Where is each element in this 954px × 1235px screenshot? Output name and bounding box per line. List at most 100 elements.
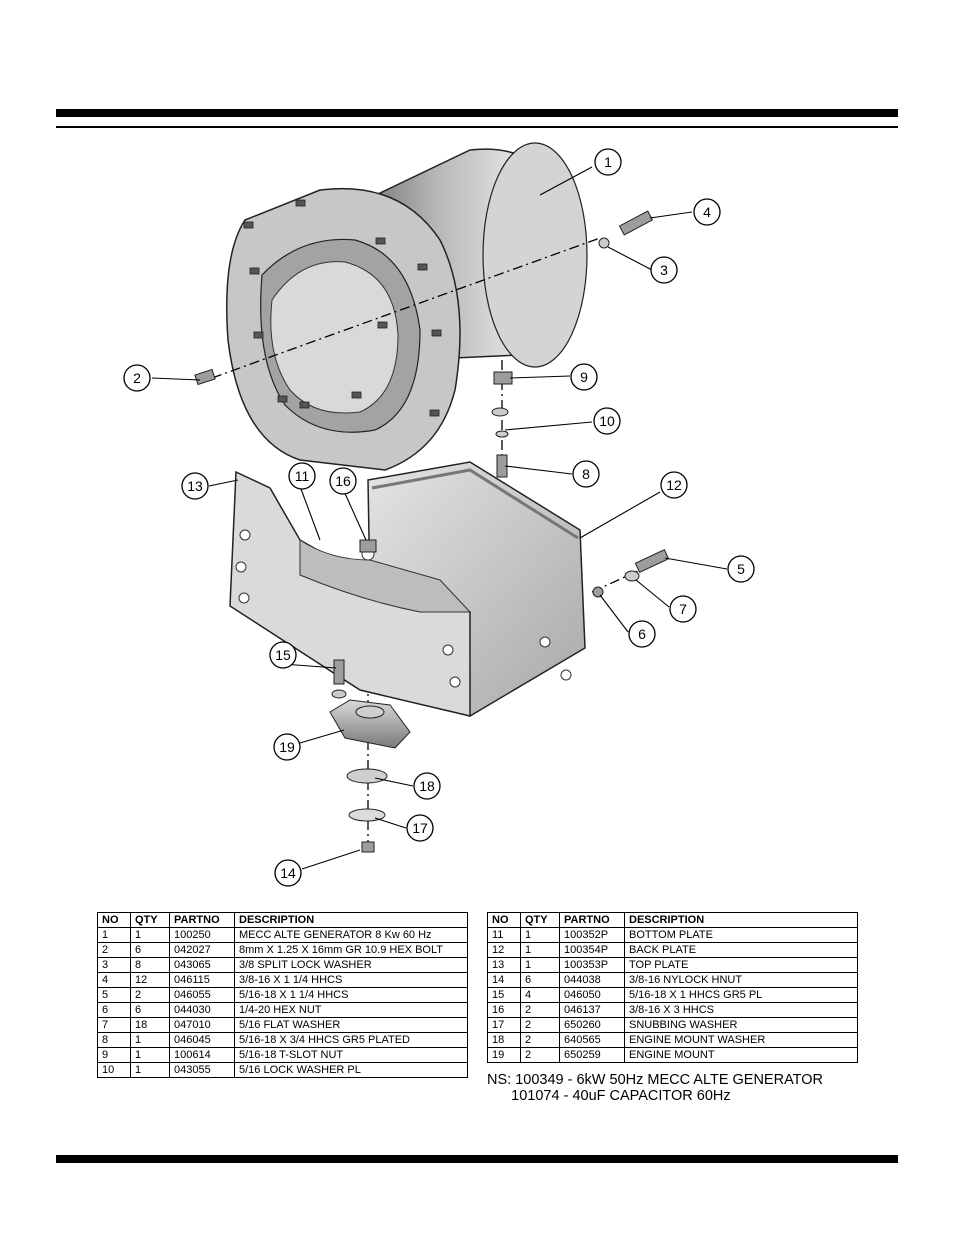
hex-nut-6 <box>592 586 604 598</box>
exploded-parts-diagram: 1 2 3 4 5 6 7 8 9 10 11 12 13 14 15 16 1… <box>123 142 755 887</box>
hhcs-4 <box>618 210 654 236</box>
cell-qty: 1 <box>520 927 560 943</box>
cell-qty: 2 <box>520 1032 560 1048</box>
cell-description: 5/16 LOCK WASHER PL <box>234 1062 468 1078</box>
nylock-nut-14 <box>361 841 375 853</box>
bottom-plate <box>299 539 472 613</box>
svg-text:1: 1 <box>604 154 612 170</box>
cell-description: 5/16-18 X 1 HHCS GR5 PL <box>624 987 858 1003</box>
callout-15: 15 <box>269 641 297 669</box>
table-header-row: NO QTY PARTNO DESCRIPTION <box>487 912 858 928</box>
cell-no: 6 <box>97 1002 131 1018</box>
cell-no: 7 <box>97 1017 131 1033</box>
cell-no: 16 <box>487 1002 521 1018</box>
callout-3: 3 <box>650 256 678 284</box>
cell-no: 19 <box>487 1047 521 1063</box>
cell-partno: 640565 <box>559 1032 625 1048</box>
header-description: DESCRIPTION <box>234 912 468 928</box>
cell-description: BACK PLATE <box>624 942 858 958</box>
cell-partno: 042027 <box>169 942 235 958</box>
hex-bolt-2 <box>194 368 216 386</box>
hardware-pieces <box>194 210 670 853</box>
cell-no: 12 <box>487 942 521 958</box>
cell-partno: 100353P <box>559 957 625 973</box>
cell-qty: 1 <box>130 1062 170 1078</box>
cell-qty: 2 <box>520 1002 560 1018</box>
svg-text:9: 9 <box>580 369 588 385</box>
svg-text:6: 6 <box>638 626 646 642</box>
cell-no: 2 <box>97 942 131 958</box>
generator-fan-plate <box>270 261 399 414</box>
callout-4: 4 <box>693 198 721 226</box>
callout-19: 19 <box>273 733 301 761</box>
nylock-nut-16 <box>359 539 377 553</box>
cell-qty: 1 <box>520 942 560 958</box>
cell-no: 11 <box>487 927 521 943</box>
svg-text:14: 14 <box>280 865 296 881</box>
flat-washer-7 <box>624 570 640 582</box>
top-rule-thick <box>56 109 898 117</box>
cell-qty: 18 <box>130 1017 170 1033</box>
header-qty: QTY <box>520 912 560 928</box>
cell-description: 3/8 SPLIT LOCK WASHER <box>234 957 468 973</box>
generator-group <box>226 142 588 471</box>
cell-no: 17 <box>487 1017 521 1033</box>
callout-5: 5 <box>727 555 755 583</box>
svg-text:3: 3 <box>660 262 668 278</box>
callout-10: 10 <box>593 407 621 435</box>
back-plate-ridge <box>371 468 579 540</box>
top-rule-thin <box>56 126 898 128</box>
notes-block: NS: 100349 - 6kW 50Hz MECC ALTE GENERATO… <box>487 1072 823 1104</box>
cell-qty: 1 <box>130 1047 170 1063</box>
cell-description: 3/8-16 X 3 HHCS <box>624 1002 858 1018</box>
cell-partno: 100250 <box>169 927 235 943</box>
cell-partno: 044038 <box>559 972 625 988</box>
cell-no: 18 <box>487 1032 521 1048</box>
cell-description: 5/16-18 X 3/4 HHCS GR5 PLATED <box>234 1032 468 1048</box>
svg-text:8: 8 <box>582 466 590 482</box>
lock-washer-10 <box>491 407 509 417</box>
bottom-rule-thick <box>56 1155 898 1163</box>
cell-partno: 043055 <box>169 1062 235 1078</box>
callouts: 1 2 3 4 5 6 7 8 9 10 11 12 13 14 15 16 1… <box>123 148 755 887</box>
cell-partno: 100352P <box>559 927 625 943</box>
t-slot-nut-9 <box>493 371 513 385</box>
cell-no: 5 <box>97 987 131 1003</box>
svg-text:19: 19 <box>279 739 295 755</box>
cell-no: 4 <box>97 972 131 988</box>
cell-qty: 6 <box>130 1002 170 1018</box>
cell-partno: 046055 <box>169 987 235 1003</box>
cell-partno: 046137 <box>559 1002 625 1018</box>
callout-12: 12 <box>660 471 688 499</box>
flat-washer-10b <box>495 430 509 438</box>
cell-partno: 650260 <box>559 1017 625 1033</box>
cell-partno: 100614 <box>169 1047 235 1063</box>
svg-text:4: 4 <box>703 204 711 220</box>
engine-mount-19 <box>329 699 411 749</box>
hhcs-15 <box>333 659 345 685</box>
cell-qty: 1 <box>130 927 170 943</box>
callout-1: 1 <box>594 148 622 176</box>
cell-partno: 043065 <box>169 957 235 973</box>
cell-description: MECC ALTE GENERATOR 8 Kw 60 Hz <box>234 927 468 943</box>
cell-qty: 6 <box>130 942 170 958</box>
header-no: NO <box>97 912 131 928</box>
cell-description: 1/4-20 HEX NUT <box>234 1002 468 1018</box>
engine-mount-washer-18 <box>346 768 388 784</box>
cell-description: SNUBBING WASHER <box>624 1017 858 1033</box>
svg-text:16: 16 <box>335 473 351 489</box>
cell-qty: 2 <box>130 987 170 1003</box>
table-header-row: NO QTY PARTNO DESCRIPTION <box>97 912 468 928</box>
